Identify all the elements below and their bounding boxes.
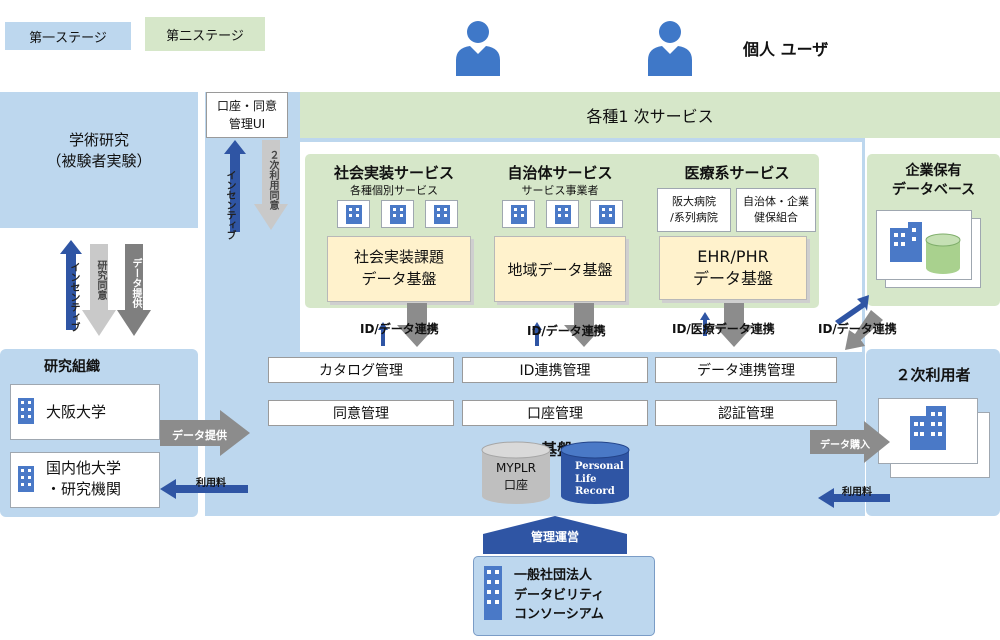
regional-data-platform: 地域データ基盤 xyxy=(494,236,626,302)
catalog-management: カタログ管理 xyxy=(268,357,454,383)
link-label-4: ID/データ連携 xyxy=(818,322,897,336)
local-service-title: 自治体サービス xyxy=(507,164,613,182)
osaka-university-label: 大阪大学 xyxy=(46,403,107,421)
secondary-consent-label: ２次利用同意 xyxy=(267,150,278,210)
primary-services-bar: 各種1 次サービス xyxy=(300,92,1000,138)
link-label-2: ID/データ連携 xyxy=(527,324,606,338)
personal-life-record-cylinder xyxy=(560,441,630,504)
other-institutes-label: 国内他大学・研究機関 xyxy=(46,459,122,498)
legend-stage1: 第一ステージ xyxy=(5,22,131,50)
building-icon xyxy=(381,200,414,228)
data-provision-down-arrow xyxy=(117,244,151,336)
data-link-management: データ連携管理 xyxy=(655,357,837,383)
building-icon xyxy=(18,466,34,492)
incentive-left-label: インセンティブ xyxy=(68,262,79,332)
gov-insurance-box: 自治体・企業健保組合 xyxy=(736,188,816,232)
person-icon xyxy=(456,21,500,76)
auth-management: 認証管理 xyxy=(655,400,837,426)
building-icon xyxy=(484,566,502,620)
hospital-box: 阪大病院/系列病院 xyxy=(657,188,731,232)
building-icon xyxy=(590,200,623,228)
usage-fee-left-arrow xyxy=(160,479,248,499)
building-icon xyxy=(502,200,535,228)
link-up-arrow xyxy=(700,312,710,336)
enterprise-db-label: 企業保有データベース xyxy=(891,163,976,198)
social-service-title: 社会実装サービス xyxy=(333,164,454,182)
academic-research-region xyxy=(0,92,198,228)
link-label-3: ID/医療データ連携 xyxy=(672,322,775,336)
id-link-management: ID連携管理 xyxy=(462,357,648,383)
building-icon xyxy=(18,398,34,424)
data-provision-label: データ提供 xyxy=(172,429,227,442)
usage-fee-right-label: 利用料 xyxy=(842,487,872,498)
incentive-center-arrow xyxy=(224,140,246,232)
database-icon xyxy=(890,222,961,274)
data-purchase-arrow xyxy=(810,421,890,463)
consent-management: 同意管理 xyxy=(268,400,454,426)
enterprise-up-arrow xyxy=(835,295,869,325)
enterprise-down-arrow xyxy=(845,310,883,350)
secondary-users-title: ２次利用者 xyxy=(895,366,971,384)
link-arrow-2 xyxy=(564,303,604,347)
person-icon xyxy=(648,21,692,76)
account-management: 口座管理 xyxy=(462,400,648,426)
consortium-box xyxy=(473,556,655,636)
myplr-cylinder xyxy=(481,441,551,504)
management-arrow xyxy=(483,516,627,554)
individual-users-label: 個人 ユーザ xyxy=(743,40,829,59)
link-up-arrow xyxy=(378,322,388,346)
local-service-subtitle: サービス事業者 xyxy=(521,184,599,197)
research-consent-arrow xyxy=(82,244,116,336)
secondary-consent-arrow xyxy=(254,140,288,230)
building-icon xyxy=(425,200,458,228)
incentive-up-arrow xyxy=(60,240,82,330)
link-arrow-1 xyxy=(397,303,437,347)
incentive-center-label: インセンティブ xyxy=(224,170,235,240)
social-service-subtitle: 各種個別サービス xyxy=(350,184,438,197)
data-provision-vertical-label: データ提供 xyxy=(130,258,141,308)
data-purchase-label: データ購入 xyxy=(820,440,870,451)
osaka-university-card xyxy=(10,384,160,440)
usage-fee-left-label: 利用料 xyxy=(196,478,226,489)
consent-ui-box: 口座・同意管理UI xyxy=(206,92,288,138)
link-label-1: ID/データ連携 xyxy=(360,322,439,336)
social-data-platform: 社会実装課題データ基盤 xyxy=(327,236,471,302)
data-provision-arrow xyxy=(160,410,250,456)
usage-fee-right-arrow xyxy=(818,488,890,508)
building-icon xyxy=(337,200,370,228)
building-icon xyxy=(546,200,579,228)
link-up-arrow xyxy=(532,322,542,346)
building-icon xyxy=(910,406,946,450)
research-org-title: 研究組織 xyxy=(44,359,100,375)
research-consent-label: 研究同意 xyxy=(95,260,106,300)
consortium-label: 一般社団法人データビリティコンソーシアム xyxy=(514,568,605,622)
academic-research-label: 学術研究（被験者実験） xyxy=(46,131,152,170)
management-label: 管理運営 xyxy=(530,530,579,544)
link-arrow-3 xyxy=(714,303,754,347)
medical-service-title: 医療系サービス xyxy=(684,164,790,182)
legend-stage2: 第二ステージ xyxy=(145,17,265,51)
other-institutes-card xyxy=(10,452,160,508)
